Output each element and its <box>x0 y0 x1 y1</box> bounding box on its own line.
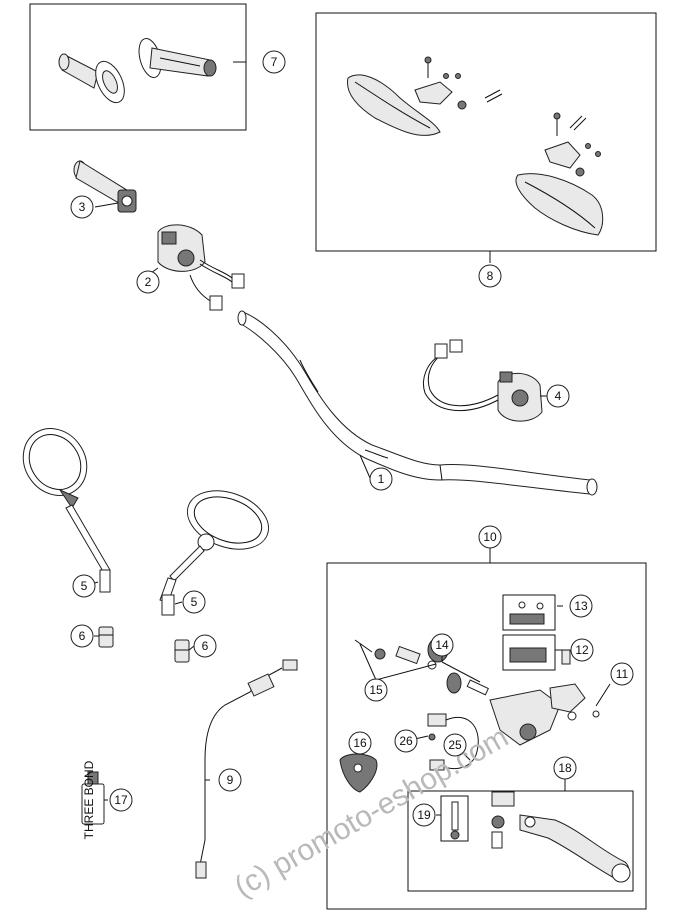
svg-text:5: 5 <box>191 595 198 609</box>
callout-9: 9 <box>218 768 242 792</box>
brake-light-switch-part <box>427 713 479 771</box>
hand-guard-lower-part <box>515 112 604 236</box>
svg-text:16: 16 <box>353 736 367 750</box>
callout-4: 4 <box>546 384 570 408</box>
callout-7: 7 <box>262 50 286 74</box>
group-box-17 <box>407 790 634 892</box>
svg-text:14: 14 <box>435 638 449 652</box>
hand-guard-upper-part <box>346 56 503 136</box>
svg-text:6: 6 <box>79 629 86 643</box>
callout-14: 14 <box>430 633 454 657</box>
svg-text:6: 6 <box>202 639 209 653</box>
svg-text:1: 1 <box>378 472 385 486</box>
svg-text:7: 7 <box>271 55 278 69</box>
svg-text:9: 9 <box>227 773 234 787</box>
callout-5-left: 5 <box>72 574 96 598</box>
callout-6-left: 6 <box>70 624 94 648</box>
group-box-7 <box>29 3 247 131</box>
mirror-left-part <box>22 428 111 593</box>
group-box-13 <box>502 594 556 631</box>
callout-2: 2 <box>136 270 160 294</box>
callout-11: 11 <box>610 662 634 686</box>
svg-text:3: 3 <box>79 200 86 214</box>
svg-text:10: 10 <box>483 530 497 544</box>
clutch-cable-part <box>195 659 298 879</box>
svg-text:15: 15 <box>369 683 383 697</box>
group-box-10 <box>326 562 647 910</box>
callout-12: 12 <box>570 638 594 662</box>
group-box-18 <box>440 795 469 842</box>
svg-text:26: 26 <box>399 734 413 748</box>
watermark-text: (c) promoto-eshop.com <box>229 720 514 904</box>
callout-17: 18 <box>553 756 577 780</box>
callout-1: 1 <box>369 467 393 491</box>
svg-text:18: 18 <box>558 761 572 775</box>
svg-text:5: 5 <box>81 579 88 593</box>
callout-26: 26 <box>394 729 418 753</box>
callout-25: 25 <box>443 733 467 757</box>
svg-text:2: 2 <box>145 275 152 289</box>
bolt-12-part <box>561 649 571 665</box>
svg-text:17: 17 <box>114 793 128 807</box>
rubber-cover-16-part <box>339 753 378 793</box>
svg-text:13: 13 <box>574 599 588 613</box>
svg-text:8: 8 <box>487 269 494 283</box>
handlebar-part <box>237 310 598 496</box>
svg-text:4: 4 <box>555 389 562 403</box>
master-cylinder-body-part <box>489 683 600 746</box>
bottle-label: THREE BOND <box>82 760 96 839</box>
callout-16: 16 <box>348 731 372 755</box>
callout-15: 15 <box>364 678 388 702</box>
callout-10: 10 <box>478 525 502 549</box>
callout-5-right: 5 <box>182 590 206 614</box>
callout-6-right: 6 <box>193 634 217 658</box>
grip-left-part <box>58 53 125 104</box>
mirror-nut-left-part <box>98 626 114 648</box>
svg-text:11: 11 <box>616 667 629 681</box>
throttle-tube-part <box>73 160 137 213</box>
group-box-8 <box>315 12 657 252</box>
svg-text:12: 12 <box>575 643 589 657</box>
callout-19: 17 <box>109 788 133 812</box>
mirror-nut-right-part <box>174 639 190 663</box>
svg-text:25: 25 <box>448 738 462 752</box>
left-switch-part <box>422 339 543 422</box>
callout-18: 19 <box>412 803 436 827</box>
threadlocker-bottle-part <box>81 771 105 825</box>
group-box-12 <box>502 634 556 671</box>
callout-8: 8 <box>478 264 502 288</box>
throttle-housing-part <box>157 224 245 311</box>
callout-13: 13 <box>569 594 593 618</box>
callout-3: 3 <box>70 195 94 219</box>
reservoir-cap-parts <box>509 601 547 663</box>
mirror-right-part <box>159 490 270 616</box>
grip-right-part <box>138 38 217 78</box>
brake-lever-part <box>450 791 631 883</box>
svg-text:19: 19 <box>417 808 431 822</box>
